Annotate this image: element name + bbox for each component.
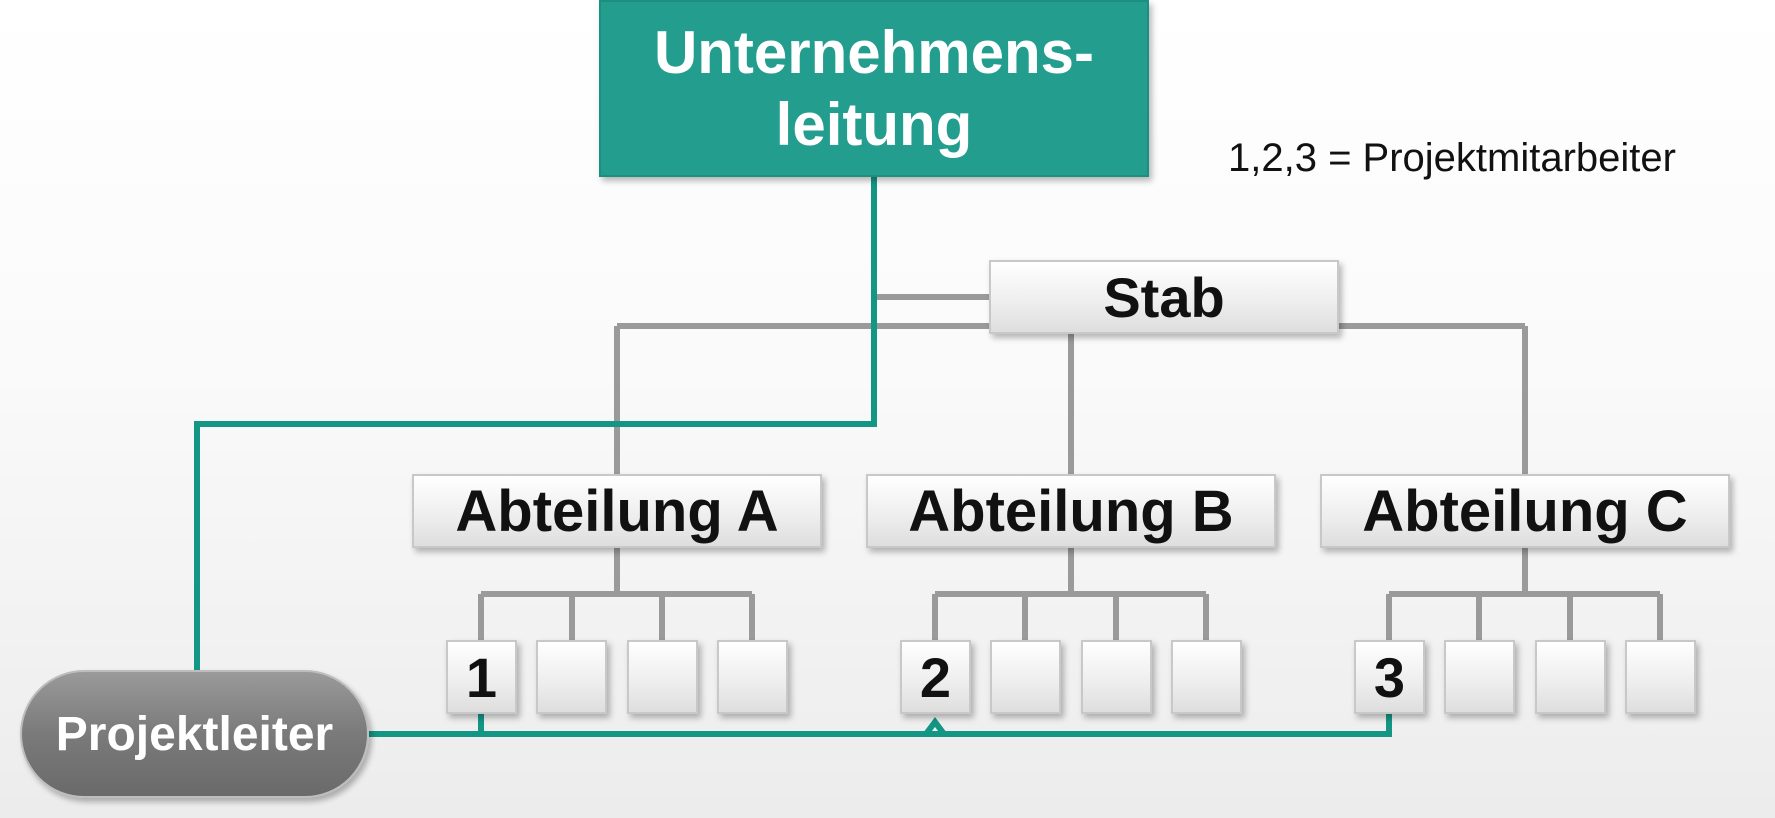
staff-box: Stab: [989, 260, 1339, 334]
employee-box: [717, 640, 788, 714]
department-b-box: Abteilung B: [866, 474, 1276, 548]
project-lead-line: [194, 177, 877, 670]
employee-box: [1444, 640, 1515, 714]
project-member-line: [369, 714, 1392, 737]
management-line1: Unternehmens-: [653, 18, 1095, 86]
staff-member-3: 3: [1354, 640, 1425, 714]
department-c-box: Abteilung C: [1320, 474, 1730, 548]
employee-box: [1081, 640, 1152, 714]
project-lead-box: Projektleiter: [20, 670, 369, 798]
employee-box: [1171, 640, 1242, 714]
employee-box: [1625, 640, 1696, 714]
staff-member-1: 1: [446, 640, 517, 714]
management-line2: leitung: [775, 90, 973, 158]
management-box: Unternehmens- leitung: [599, 0, 1149, 177]
legend-text: 1,2,3 = Projektmitarbeiter: [1228, 136, 1676, 180]
employee-box: [627, 640, 698, 714]
employee-box: [536, 640, 607, 714]
department-a-box: Abteilung A: [412, 474, 822, 548]
employee-box: [1535, 640, 1606, 714]
employee-box: [990, 640, 1061, 714]
staff-member-2: 2: [900, 640, 971, 714]
